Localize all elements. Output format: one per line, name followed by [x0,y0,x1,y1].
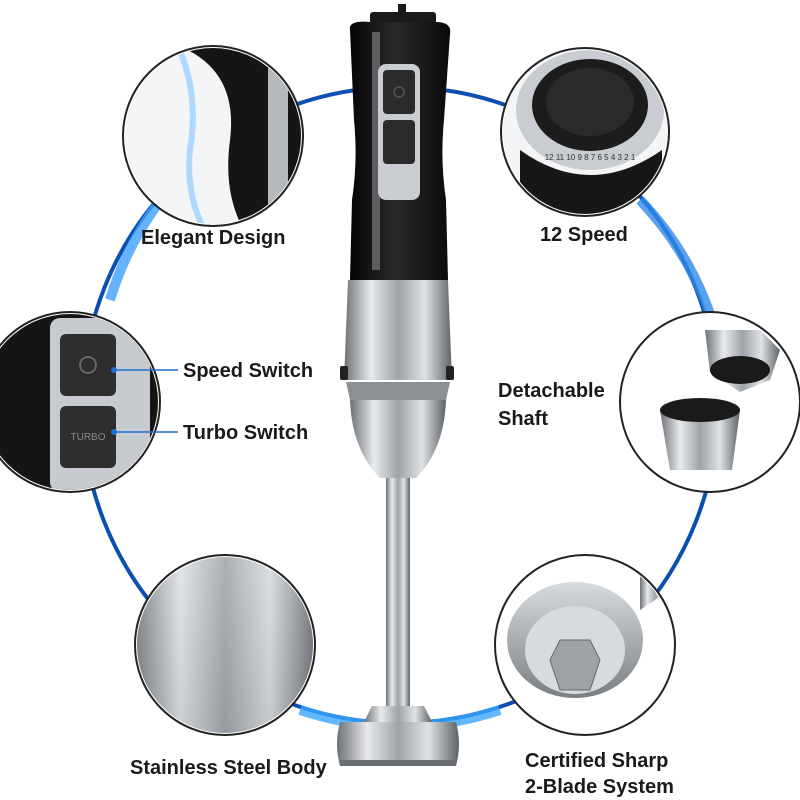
elegant-design-label: Elegant Design [141,227,286,249]
hand-blender [337,4,459,766]
blade-closeup [494,554,676,736]
stainless-body-label: Stainless Steel Body [130,757,327,779]
stainless-body-closeup [134,554,316,736]
detachable-shaft-label-line1: Detachable [498,380,605,402]
speed-switch-label: Speed Switch [183,360,314,382]
twelve-speed-label: 12 Speed [540,224,628,246]
turbo-text: TURBO [71,432,106,443]
detachable-shaft-label-line2: Shaft [498,408,548,430]
dial-numbers: 12 11 10 9 8 7 6 5 4 3 2 1 [545,153,636,162]
speed-dial-closeup: 12 11 10 9 8 7 6 5 4 3 2 1 [500,47,670,217]
blade-label-line2: 2-Blade System [525,776,674,798]
detachable-shaft-closeup [619,311,800,493]
blade-label-line1: Certified Sharp [525,750,669,772]
turbo-switch-label: Turbo Switch [183,422,309,444]
elegant-design-closeup [122,45,304,227]
switch-panel-closeup: TURBO [0,311,178,493]
